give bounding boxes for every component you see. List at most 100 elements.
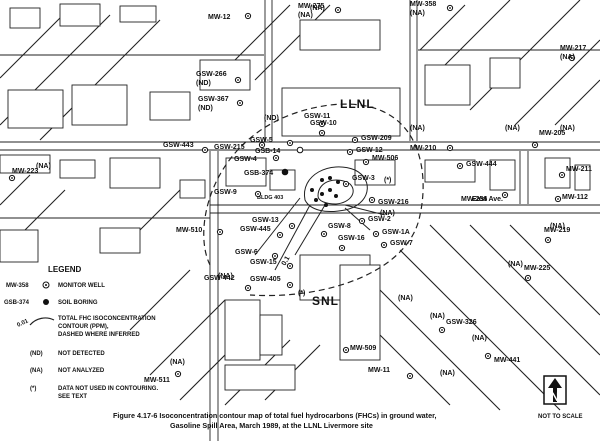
well-gsw-216: GSW-216 bbox=[368, 196, 409, 206]
soil-boring-icon bbox=[324, 203, 328, 207]
monitor-well-icon-center bbox=[557, 198, 559, 200]
well-label: GSW-215 bbox=[214, 144, 245, 151]
monitor-well-icon-center bbox=[375, 233, 377, 235]
annotation-na: (NA) bbox=[398, 295, 413, 302]
well-label: GSW-8 bbox=[328, 223, 351, 230]
annotation-na: (NA) bbox=[472, 335, 487, 342]
soil-boring-icon bbox=[296, 146, 304, 154]
legend: LEGEND MW-358 MONITOR WELL GSB-374 SOIL … bbox=[4, 265, 158, 400]
contour-label: 0.1 bbox=[281, 255, 292, 267]
monitor-well-icon-center bbox=[449, 7, 451, 9]
monitor-well-icon-center bbox=[504, 194, 506, 196]
soil-boring-icon bbox=[328, 188, 332, 192]
well-label: GSW-7 bbox=[390, 240, 413, 247]
well-label: GSW-442 bbox=[204, 275, 235, 282]
well-label: GSW-209 bbox=[361, 135, 392, 142]
monitor-well-icon-center bbox=[257, 193, 259, 195]
soil-boring-icon bbox=[281, 168, 289, 176]
building-label: BLDG 403 bbox=[257, 195, 283, 201]
monitor-well-icon-center bbox=[571, 57, 573, 59]
well-label: GSW-3 bbox=[352, 175, 375, 182]
legend-star-text-1: DATA NOT USED IN CONTOURING. bbox=[58, 386, 158, 392]
contours: 0.1 bbox=[203, 103, 424, 297]
annotation-star: (*) bbox=[298, 290, 305, 297]
well-gsw-442: GSW-442 bbox=[204, 275, 252, 292]
well-mw-509: MW-509 bbox=[342, 345, 376, 354]
well-status: (ND) bbox=[198, 105, 213, 112]
monitor-well-icon-center bbox=[345, 183, 347, 185]
soil-boring-icon bbox=[43, 299, 49, 305]
well-mw-511: MW-511 bbox=[144, 370, 182, 384]
street-label: East Ave. bbox=[472, 196, 503, 203]
well-gsw-3: GSW-3 bbox=[342, 175, 375, 188]
monitor-well-icon-center bbox=[441, 329, 443, 331]
legend-nd-key: (ND) bbox=[30, 351, 43, 357]
wells-layer: MW-12MW-275(NA)MW-358(NA)MW-217(NA)GSW-2… bbox=[8, 1, 592, 384]
monitor-well-icon-center bbox=[527, 277, 529, 279]
well-label: GSW-4 bbox=[234, 156, 257, 163]
well-gsw-444: GSW-444 bbox=[456, 161, 497, 170]
annotation-na: (NA) bbox=[430, 313, 445, 320]
well-label: GSW-405 bbox=[250, 276, 281, 283]
monitor-well-icon-center bbox=[11, 177, 13, 179]
well-mw-510: MW-510 bbox=[176, 227, 224, 236]
well-mw-219: MW-219 bbox=[544, 227, 570, 244]
monitor-well-icon-center bbox=[275, 157, 277, 159]
well-label: GSW-445 bbox=[240, 226, 271, 233]
well-gsw-215: GSW-215 bbox=[214, 141, 266, 151]
monitor-well-icon-center bbox=[321, 123, 323, 125]
legend-mw-id: MW-358 bbox=[6, 283, 29, 289]
monitor-well-icon-center bbox=[459, 165, 461, 167]
well-mw-225: MW-225 bbox=[524, 265, 550, 282]
well-gsw-405: GSW-405 bbox=[250, 276, 294, 289]
well-label: GSW-367 bbox=[198, 96, 229, 103]
monitor-well-icon-center bbox=[247, 287, 249, 289]
well-gsw-6: GSW-6 bbox=[235, 249, 279, 260]
snl-label: SNL bbox=[312, 294, 339, 308]
annotation-star: (*) bbox=[384, 177, 391, 184]
well-mw-256: MW-256 bbox=[461, 191, 509, 203]
contour-inner-2 bbox=[317, 179, 354, 205]
well-label: MW-509 bbox=[350, 345, 376, 352]
annotation-na: (NA) bbox=[410, 125, 425, 132]
monitor-well-icon-center bbox=[354, 139, 356, 141]
well-status: (NA) bbox=[560, 54, 575, 61]
well-gsw-12: GSW-12 bbox=[346, 147, 383, 156]
well-gsw-10: GSW-10 bbox=[310, 120, 337, 137]
scale-note: NOT TO SCALE bbox=[538, 414, 583, 420]
caption-line-1: Figure 4.17-6 Isoconcentration contour m… bbox=[113, 411, 436, 420]
well-label: GSW-2 bbox=[368, 216, 391, 223]
well-label: GSW-1A bbox=[382, 229, 410, 236]
well-label: MW-205 bbox=[539, 130, 565, 137]
well-gsw-16: GSW-16 bbox=[338, 235, 365, 252]
monitor-well-icon-center bbox=[409, 375, 411, 377]
well-mw-506: MW-506 bbox=[362, 155, 398, 166]
well-label: GSW-12 bbox=[356, 147, 383, 154]
well-label: MW-256 bbox=[461, 196, 487, 203]
monitor-well-icon-center bbox=[289, 284, 291, 286]
caption-line-2: Gasoline Spill Area, March 1989, at the … bbox=[170, 421, 373, 430]
monitor-well-icon-center bbox=[534, 144, 536, 146]
annotation-na: (NA) bbox=[380, 210, 395, 217]
well-mw-441: MW-441 bbox=[484, 352, 520, 364]
well-label: MW-112 bbox=[562, 194, 588, 201]
well-gsw-1a: GSW-1A bbox=[372, 229, 410, 238]
monitor-well-icon-center bbox=[204, 149, 206, 151]
well-gsw-4: GSW-4 bbox=[234, 154, 280, 163]
soil-boring-icon bbox=[310, 188, 314, 192]
legend-contour-text-2: CONTOUR (PPM), bbox=[58, 324, 109, 330]
monitor-well-icon-center bbox=[371, 199, 373, 201]
well-label: GSW-10 bbox=[310, 120, 337, 127]
well-label: MW-358 bbox=[410, 1, 436, 8]
well-label: MW-217 bbox=[560, 45, 586, 52]
annotation-na: (NA) bbox=[560, 125, 575, 132]
legend-na-key: (NA) bbox=[30, 368, 43, 374]
well-label: GSW-16 bbox=[338, 235, 365, 242]
monitor-well-icon-center bbox=[547, 239, 549, 241]
well-gsw-7: GSW-7 bbox=[380, 240, 413, 249]
well-label: MW-219 bbox=[544, 227, 570, 234]
well-mw-275: MW-275(NA) bbox=[298, 3, 342, 19]
well-status: (NA) bbox=[410, 10, 425, 17]
legend-contour-text-1: TOTAL FHC ISOCONCENTRATION bbox=[58, 316, 156, 322]
